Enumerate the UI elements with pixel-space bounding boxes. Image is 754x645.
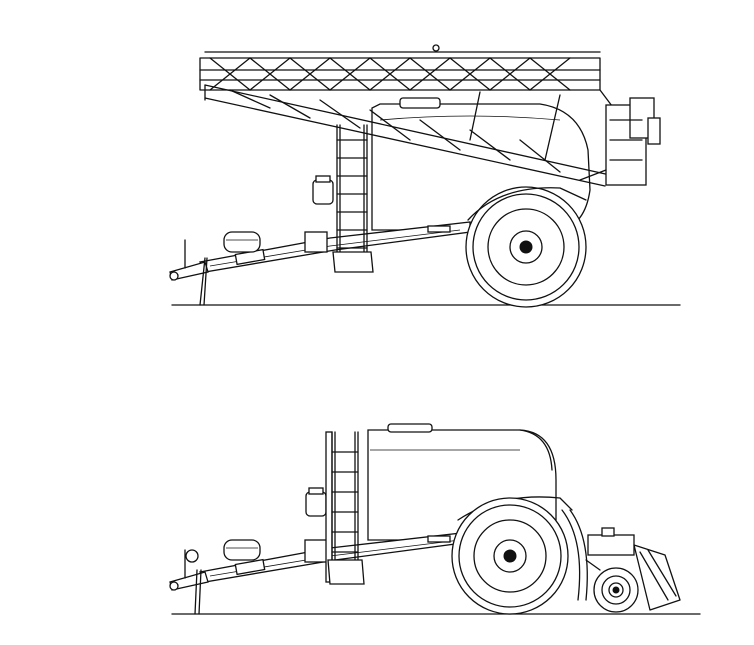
front-tank-top [223, 231, 261, 253]
sprayer-transport-view [169, 44, 681, 308]
rear-wheel-top [465, 186, 587, 308]
rear-wheel-bottom [451, 496, 573, 615]
boom-mast-top [579, 97, 661, 186]
sprayer-working-view [169, 423, 701, 615]
front-tank-bottom [223, 539, 261, 561]
boom-truss-top [199, 44, 616, 187]
boom-assembly-bottom [561, 509, 681, 613]
ladder-top [332, 124, 374, 273]
ladder-bottom [325, 431, 365, 585]
